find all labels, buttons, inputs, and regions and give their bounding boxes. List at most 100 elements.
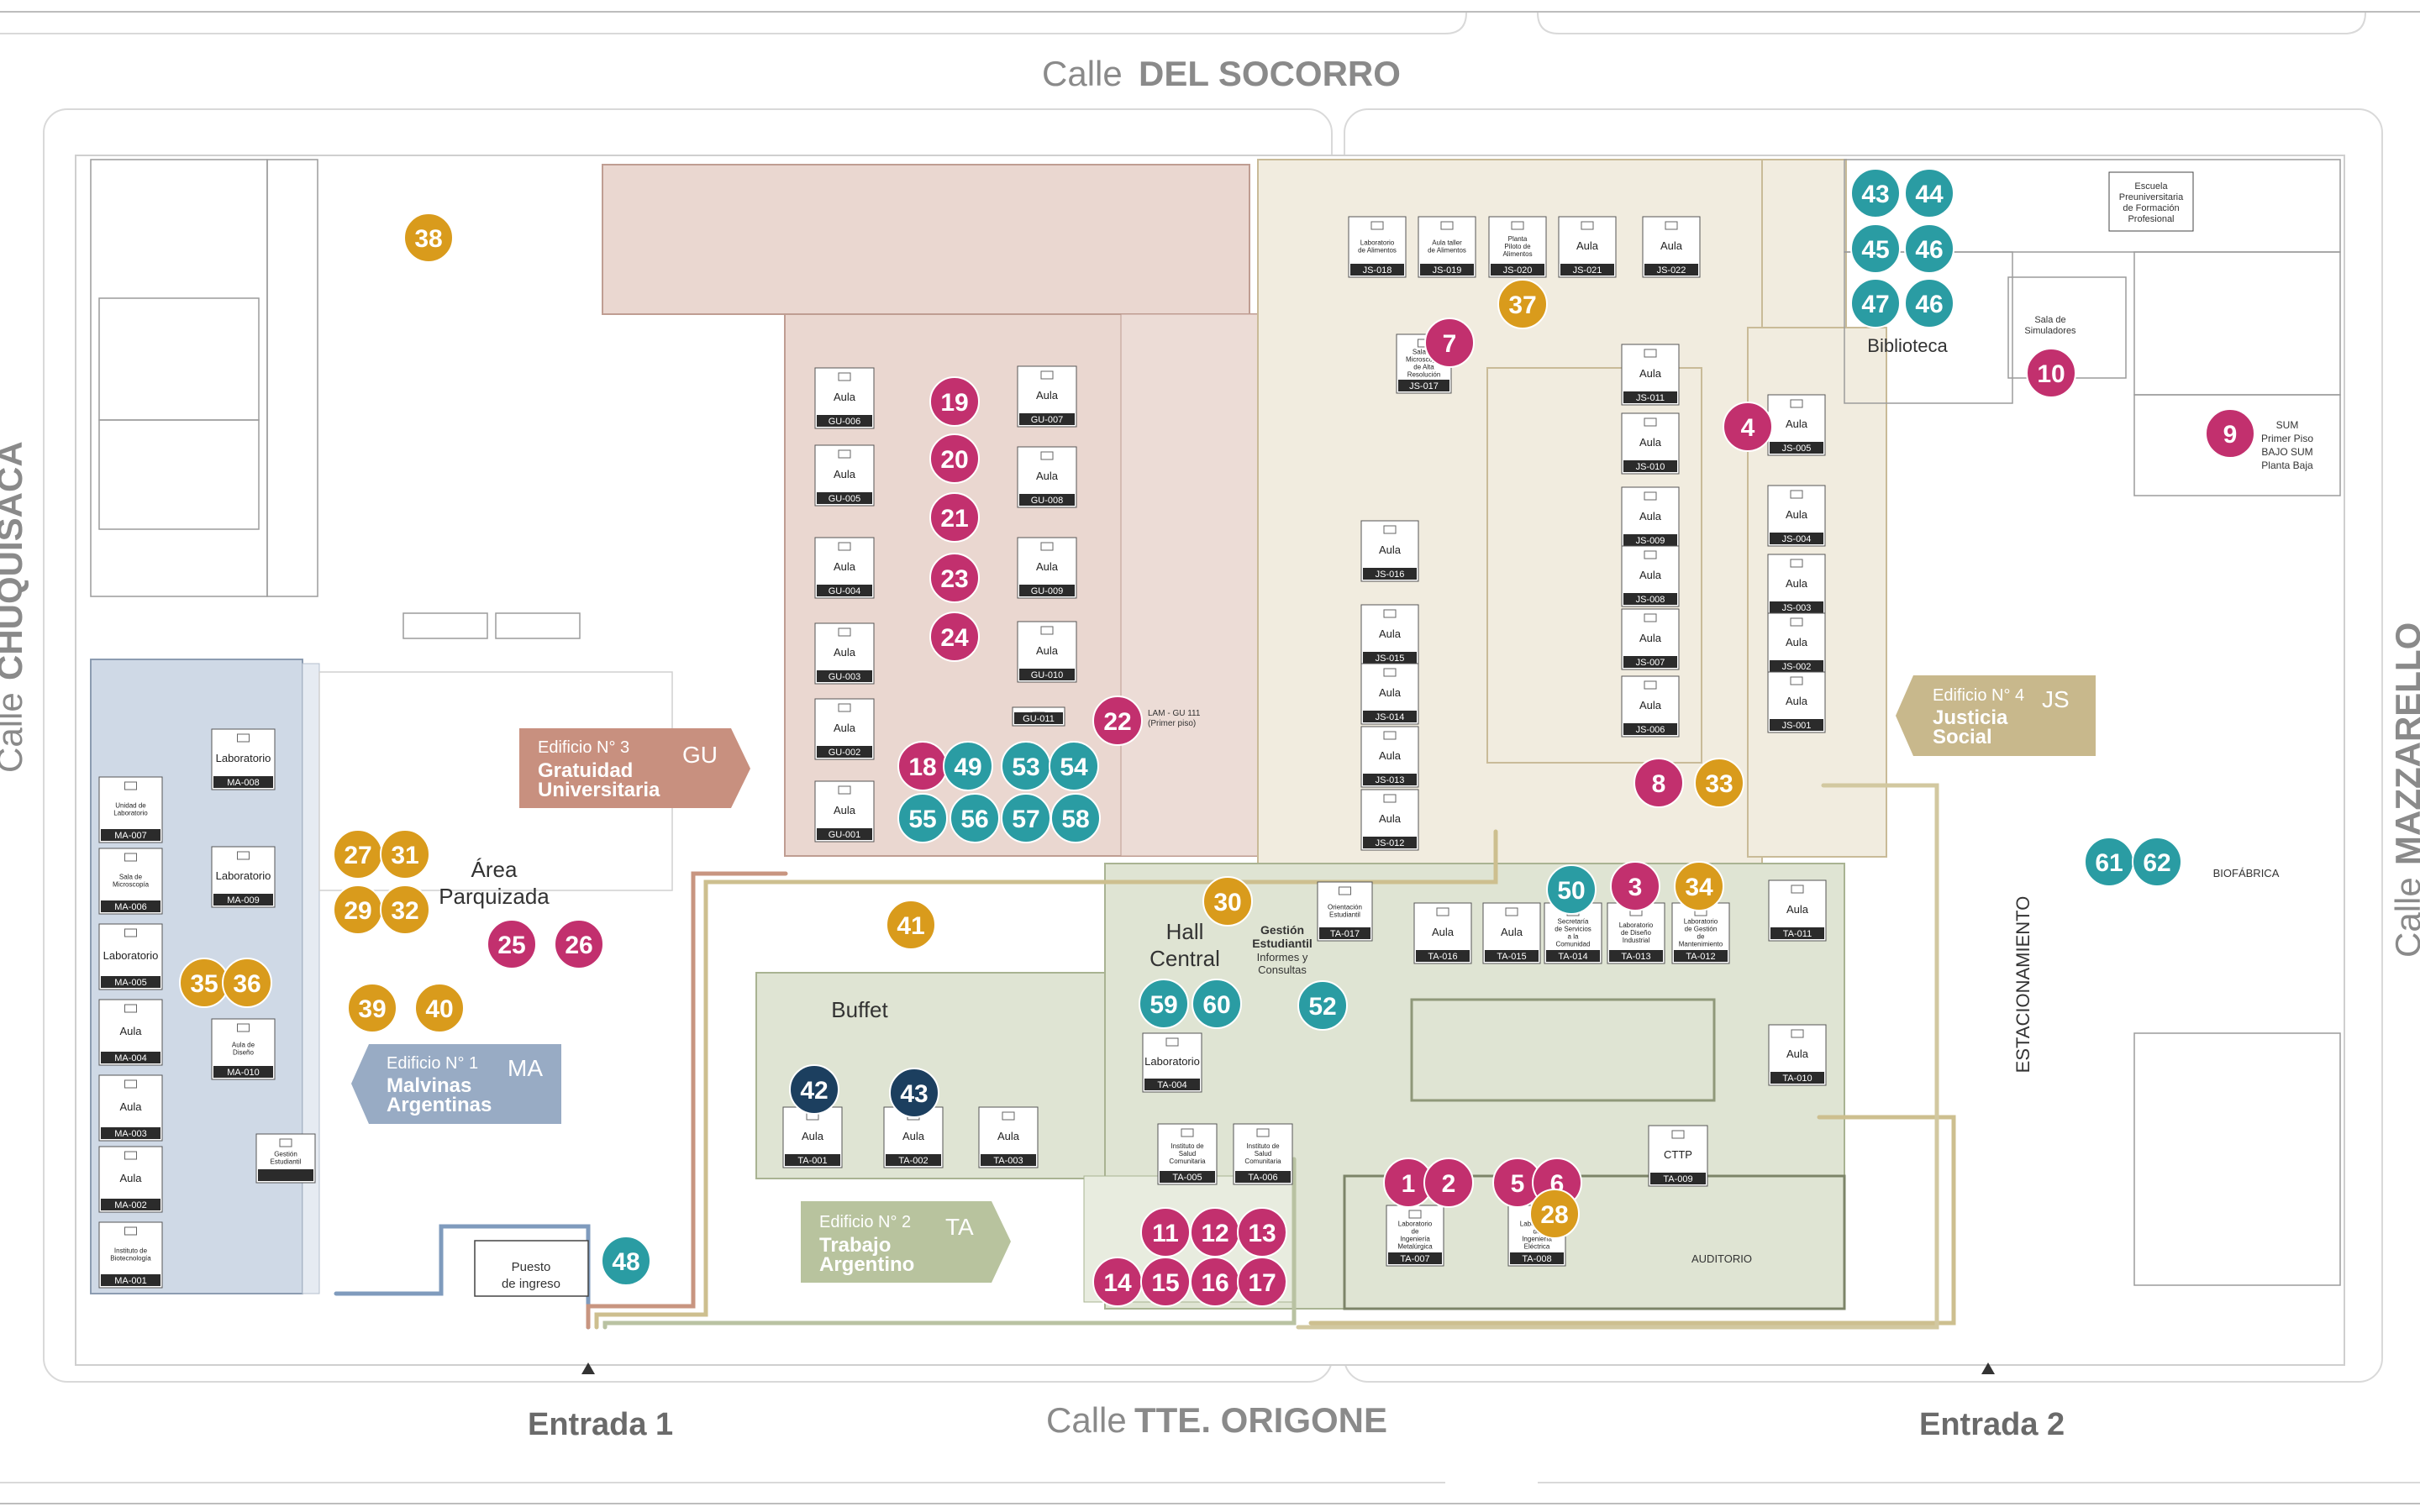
map-marker-28[interactable]: 28 xyxy=(1529,1189,1580,1239)
map-marker-40[interactable]: 40 xyxy=(414,983,465,1033)
map-marker-60[interactable]: 60 xyxy=(1192,979,1242,1029)
map-marker-4[interactable]: 4 xyxy=(1723,402,1773,452)
building-tag-ma[interactable]: Edificio N° 1 Malvinas Argentinas MA xyxy=(351,1044,561,1124)
map-marker-26[interactable]: 26 xyxy=(554,919,604,969)
map-marker-43[interactable]: 43 xyxy=(1850,168,1901,218)
map-marker-20[interactable]: 20 xyxy=(929,433,980,484)
map-marker-29[interactable]: 29 xyxy=(333,885,383,935)
map-marker-45[interactable]: 45 xyxy=(1850,223,1901,274)
map-marker-17[interactable]: 17 xyxy=(1237,1257,1287,1307)
entrance-1-label[interactable]: Entrada 1 xyxy=(528,1407,673,1442)
map-marker-3[interactable]: 3 xyxy=(1610,861,1660,911)
map-marker-43[interactable]: 43 xyxy=(889,1068,939,1118)
map-marker-56[interactable]: 56 xyxy=(950,793,1000,843)
map-marker-30[interactable]: 30 xyxy=(1202,876,1253,927)
map-marker-33[interactable]: 33 xyxy=(1694,758,1744,808)
map-marker-50[interactable]: 50 xyxy=(1546,864,1597,915)
map-marker-16[interactable]: 16 xyxy=(1190,1257,1240,1307)
room-card[interactable]: GU-011 xyxy=(1012,706,1065,727)
map-marker-22[interactable]: 22 xyxy=(1092,696,1143,746)
map-marker-19[interactable]: 19 xyxy=(929,376,980,427)
map-marker-10[interactable]: 10 xyxy=(2026,348,2076,398)
map-marker-21[interactable]: 21 xyxy=(929,492,980,543)
map-marker-32[interactable]: 32 xyxy=(380,885,430,935)
map-marker-8[interactable]: 8 xyxy=(1634,758,1684,808)
map-marker-36[interactable]: 36 xyxy=(222,958,272,1008)
map-marker-7[interactable]: 7 xyxy=(1424,318,1475,368)
map-marker-31[interactable]: 31 xyxy=(380,829,430,879)
map-marker-1[interactable]: 1 xyxy=(1383,1158,1434,1208)
map-marker-44[interactable]: 44 xyxy=(1904,168,1954,218)
map-marker-23[interactable]: 23 xyxy=(929,553,980,603)
map-marker-53[interactable]: 53 xyxy=(1001,741,1051,791)
map-marker-24[interactable]: 24 xyxy=(929,612,980,662)
map-marker-25[interactable]: 25 xyxy=(487,919,537,969)
map-marker-35[interactable]: 35 xyxy=(179,958,229,1008)
map-marker-12[interactable]: 12 xyxy=(1190,1207,1240,1257)
map-marker-38[interactable]: 38 xyxy=(403,213,454,263)
building-tag-gu[interactable]: Edificio N° 3 Gratuidad Universitaria GU xyxy=(519,728,750,808)
map-marker-14[interactable]: 14 xyxy=(1092,1257,1143,1307)
map-marker-18[interactable]: 18 xyxy=(897,741,948,791)
map-marker-62[interactable]: 62 xyxy=(2132,837,2182,887)
entrance-2-label[interactable]: Entrada 2 xyxy=(1919,1407,2065,1442)
map-marker-2[interactable]: 2 xyxy=(1423,1158,1474,1208)
map-marker-15[interactable]: 15 xyxy=(1140,1257,1191,1307)
map-marker-46[interactable]: 46 xyxy=(1904,278,1954,328)
map-marker-13[interactable]: 13 xyxy=(1237,1207,1287,1257)
map-marker-48[interactable]: 48 xyxy=(601,1236,651,1286)
map-marker-58[interactable]: 58 xyxy=(1050,793,1101,843)
map-marker-41[interactable]: 41 xyxy=(886,900,936,950)
map-marker-57[interactable]: 57 xyxy=(1001,793,1051,843)
map-marker-9[interactable]: 9 xyxy=(2205,408,2255,459)
map-marker-42[interactable]: 42 xyxy=(789,1064,839,1115)
building-tag-ta[interactable]: Edificio N° 2 Trabajo Argentino TA xyxy=(801,1201,1011,1283)
map-marker-34[interactable]: 34 xyxy=(1674,861,1724,911)
